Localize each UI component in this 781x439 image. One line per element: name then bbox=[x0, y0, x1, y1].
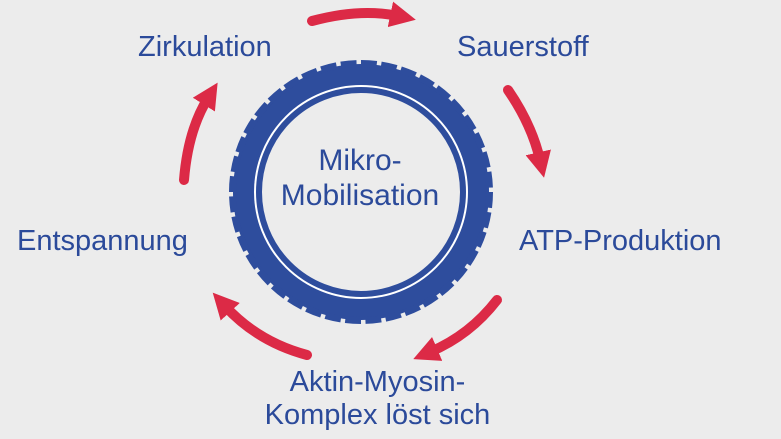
ring-white-line bbox=[254, 85, 468, 299]
node-sauerstoff: Sauerstoff bbox=[457, 31, 589, 63]
arrow-komplex-to-entspannung bbox=[212, 292, 312, 360]
node-entspannung: Entspannung bbox=[17, 225, 188, 257]
arrow-atp-to-komplex bbox=[413, 295, 502, 361]
ring-hole bbox=[263, 94, 459, 290]
arrow-sauerstoff-to-atp bbox=[503, 85, 551, 178]
ring-inner-band bbox=[236, 67, 486, 317]
arrow-zirkulation-to-sauerstoff bbox=[307, 1, 416, 28]
center-label: Mikro-Mobilisation bbox=[280, 144, 440, 212]
node-atp-produktion: ATP-Produktion bbox=[519, 225, 722, 257]
arrow-entspannung-to-zirkulation bbox=[179, 82, 218, 185]
node-aktin-myosin-komplex: Aktin-Myosin-Komplex löst sich bbox=[264, 366, 491, 431]
node-zirkulation: Zirkulation bbox=[138, 31, 272, 63]
